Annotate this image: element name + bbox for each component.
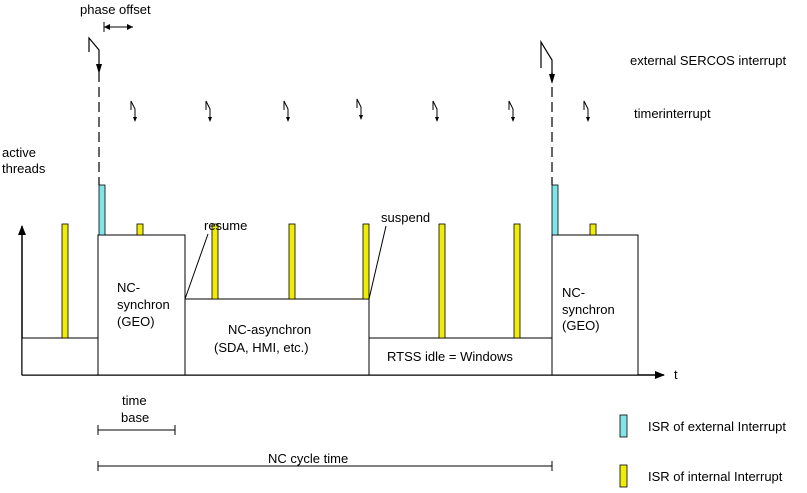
nc-synchron-block-2 — [551, 234, 639, 376]
external-isr-bar — [551, 184, 559, 236]
legend-internal-swatch — [619, 464, 628, 488]
timer-interrupt-label: timerinterrupt — [634, 106, 711, 121]
timer-interrupt-icon — [356, 98, 363, 120]
timer-interrupt-icon — [283, 100, 290, 122]
nc-synchron-1-line1: NC- — [117, 280, 140, 295]
time-base-label-line1: time — [122, 393, 147, 408]
nc-synchron-1-line3: (GEO) — [117, 314, 155, 329]
nc-asynchron-block — [184, 298, 370, 376]
internal-isr-bar — [61, 223, 69, 339]
phase-offset-label: phase offset — [80, 2, 151, 17]
internal-isr-bar — [438, 223, 446, 339]
active-label: active — [2, 145, 36, 160]
nc-asynchron-line2: (SDA, HMI, etc.) — [214, 340, 309, 355]
rtss-idle-text: RTSS idle = Windows — [387, 349, 513, 364]
nc-synchron-1-line2: synchron — [117, 297, 170, 312]
internal-isr-bar — [362, 223, 370, 300]
internal-isr-bar — [136, 223, 144, 236]
resume-label: resume — [204, 218, 247, 233]
external-interrupt-lightning-icon — [88, 36, 100, 64]
external-interrupt-arrowhead — [549, 74, 555, 84]
timer-interrupt-icon — [130, 100, 137, 122]
internal-isr-bar — [589, 223, 597, 236]
idle-block-left — [21, 337, 99, 376]
timer-interrupt-icon — [432, 100, 439, 122]
timer-interrupt-icon — [508, 100, 515, 122]
threads-label: threads — [2, 161, 46, 176]
nc-synchron-2-line2: synchron — [562, 302, 615, 317]
rtss-idle-block — [368, 337, 553, 376]
t-axis-label: t — [674, 367, 678, 382]
external-interrupt-lightning-icon — [540, 39, 553, 74]
legend-internal-label: ISR of internal Interrupt — [648, 469, 783, 484]
internal-isr-bar — [211, 223, 219, 300]
internal-isr-bar — [288, 223, 296, 300]
external-interrupt-arrowhead — [96, 64, 102, 74]
nc-synchron-2-line3: (GEO) — [562, 318, 600, 333]
external-isr-bar — [98, 184, 106, 236]
timer-interrupt-icon — [583, 100, 590, 122]
legend-external-label: ISR of external Interrupt — [648, 419, 786, 434]
internal-isr-bar — [513, 223, 521, 339]
nc-asynchron-line1: NC-asynchron — [228, 322, 311, 337]
legend-external-swatch — [619, 414, 628, 438]
suspend-label: suspend — [381, 210, 430, 225]
suspend-pointer — [368, 225, 387, 300]
nc-cycle-time-label: NC cycle time — [268, 451, 348, 466]
resume-pointer — [184, 233, 209, 300]
nc-synchron-2-line1: NC- — [562, 285, 585, 300]
time-base-label-line2: base — [121, 410, 149, 425]
nc-synchron-block-1 — [97, 234, 186, 376]
external-interrupt-label: external SERCOS interrupt — [630, 53, 786, 68]
timer-interrupt-icon — [205, 100, 212, 122]
